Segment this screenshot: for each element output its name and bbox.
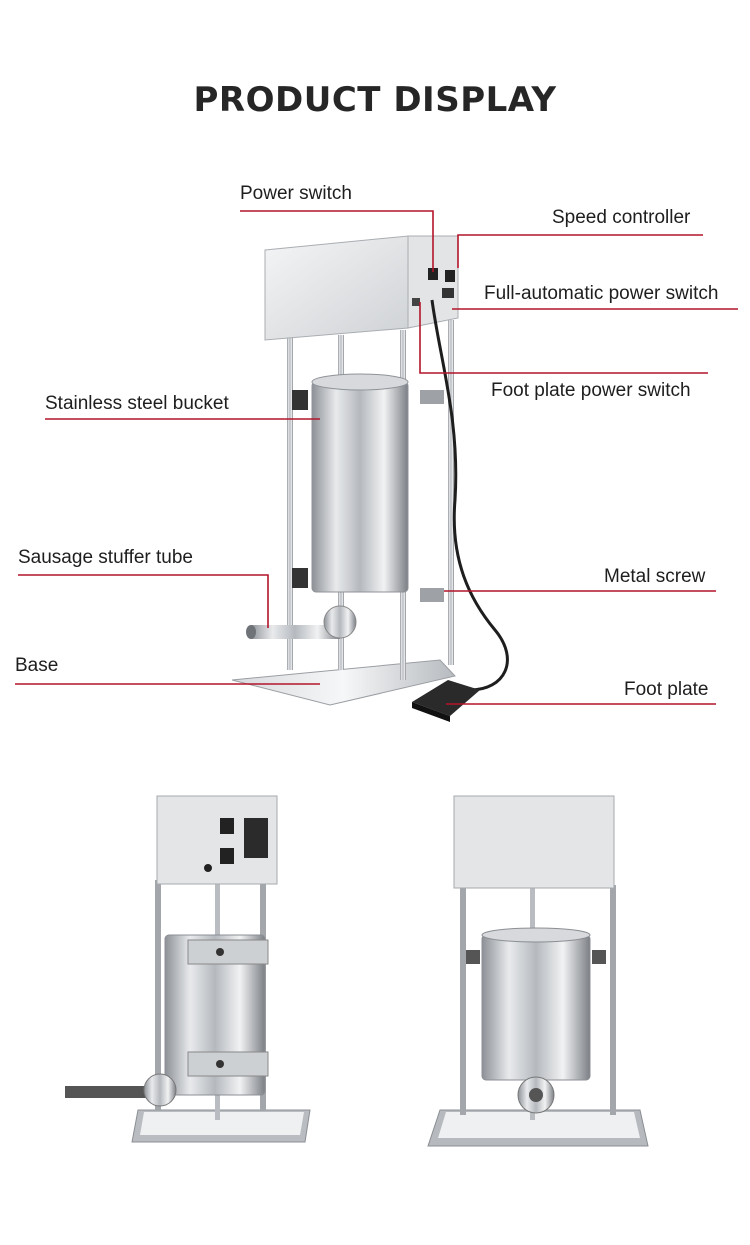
label-speed-controller: Speed controller [552,207,691,228]
label-foot-plate-switch: Foot plate power switch [491,380,691,401]
page-title: PRODUCT DISPLAY [193,80,557,120]
label-power-switch: Power switch [240,183,352,204]
leader-foot-plate-switch [419,302,708,374]
front-view-image [427,795,649,1147]
leader-tube [18,574,269,628]
side-view-image [65,795,311,1143]
leader-power-switch [240,210,434,272]
leader-speed-controller [457,234,703,268]
label-metal-screw: Metal screw [604,566,706,587]
label-bucket: Stainless steel bucket [45,393,229,414]
label-foot-plate: Foot plate [624,679,709,700]
leader-lines [15,210,738,705]
label-tube: Sausage stuffer tube [18,547,193,568]
label-full-auto-switch: Full-automatic power switch [484,283,719,304]
label-base: Base [15,655,59,676]
